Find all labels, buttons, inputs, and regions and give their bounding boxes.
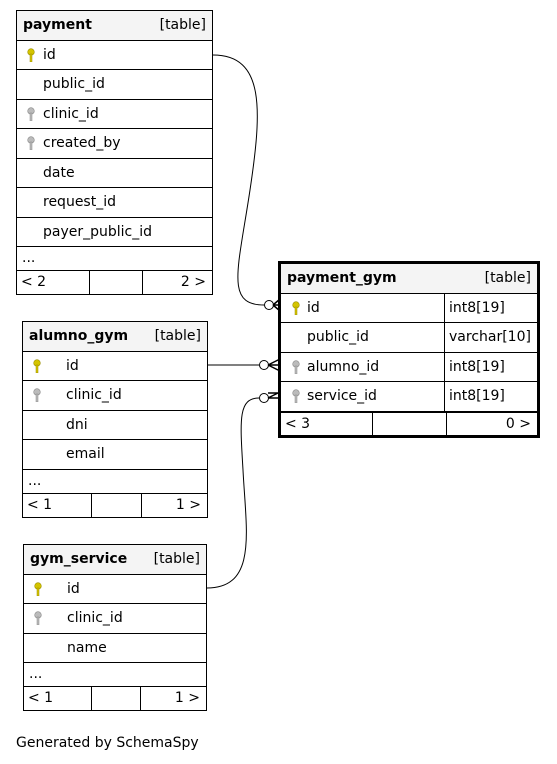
column-name: id [307,299,320,316]
table-kind: [table] [154,328,201,344]
table-header[interactable]: alumno_gym [table] [23,322,207,352]
nav-spacer [89,271,142,294]
children-link[interactable]: 0 > [446,412,537,435]
column-name: dni [66,416,88,433]
column-name: id [43,46,56,63]
table-gym-service[interactable]: gym_service [table] id clinic_id name ..… [23,544,207,711]
table-name: payment [23,17,92,33]
column-row[interactable]: clinic_id [17,100,212,129]
table-name: gym_service [30,551,128,567]
column-row[interactable]: date [17,159,212,188]
primary-key-icon [33,358,41,373]
table-kind: [table] [159,17,206,33]
table-alumno-gym[interactable]: alumno_gym [table] id clinic_id dni emai… [22,321,208,518]
relationship-nav-row: < 3 0 > [281,411,537,435]
children-link[interactable]: 1 > [141,493,207,517]
column-name: clinic_id [67,610,123,626]
relationship-nav-row: < 2 2 > [17,271,212,294]
table-payment[interactable]: payment [table] id public_id clinic_id c… [16,10,213,295]
primary-key-icon [34,581,42,596]
generated-by-footer: Generated by SchemaSpy [16,735,199,751]
column-name: alumno_id [307,358,380,375]
nav-spacer [91,493,141,517]
nav-spacer [91,687,140,710]
column-name: payer_public_id [43,223,153,240]
relationship-nav-row: < 1 1 > [23,493,207,517]
column-name: email [66,446,105,462]
column-type: int8[19] [444,382,537,411]
column-row[interactable]: clinic_id [24,604,206,634]
column-name: request_id [43,194,116,210]
parents-link[interactable]: < 2 [21,274,47,290]
column-name: created_by [43,135,121,151]
column-row[interactable]: payer_public_id [17,218,212,247]
column-row[interactable]: email [23,440,207,470]
edge-optional-marker [264,300,274,310]
more-columns-row: ... [24,663,206,687]
more-columns-row: ... [17,247,212,271]
children-link[interactable]: 1 > [140,687,206,710]
column-name: public_id [43,76,105,92]
ellipsis-text: ... [29,666,43,682]
column-row[interactable]: id [23,352,207,381]
table-header[interactable]: gym_service [table] [24,545,206,575]
edge-gym-service-to-payment-gym [206,397,260,589]
column-row[interactable]: dni [23,411,207,440]
table-header[interactable]: payment_gym [table] [281,264,537,294]
column-row[interactable]: clinic_id [23,381,207,411]
column-name: clinic_id [43,105,99,122]
column-row[interactable]: created_by [17,129,212,159]
edge-optional-marker [259,393,269,403]
more-columns-row: ... [23,470,207,494]
column-name: public_id [307,329,369,345]
column-row[interactable]: name [24,634,206,663]
column-row[interactable]: public_id varchar[10] [281,323,537,353]
column-name: date [43,164,75,181]
column-name: id [66,357,79,374]
children-link[interactable]: 2 > [142,271,212,294]
foreign-key-icon [33,388,41,402]
table-kind: [table] [153,551,200,567]
ellipsis-text: ... [28,472,42,489]
foreign-key-icon [292,359,300,374]
nav-spacer [372,412,446,435]
column-name: service_id [307,388,377,404]
primary-key-icon [292,300,300,315]
column-row[interactable]: id [17,41,212,70]
column-type: int8[19] [444,352,537,381]
ellipsis-text: ... [22,250,36,266]
parents-link[interactable]: < 1 [27,496,53,513]
column-row[interactable]: id [24,575,206,604]
column-type: int8[19] [444,293,537,322]
column-name: clinic_id [66,387,122,403]
primary-key-icon [27,47,35,62]
parents-link[interactable]: < 3 [285,415,311,432]
table-payment-gym[interactable]: payment_gym [table] id int8[19] public_i… [278,261,540,438]
column-type: varchar[10] [444,323,537,352]
column-row[interactable]: public_id [17,70,212,100]
column-row[interactable]: service_id int8[19] [281,382,537,412]
relationship-nav-row: < 1 1 > [24,687,206,710]
foreign-key-icon [34,611,42,625]
table-kind: [table] [484,270,531,286]
table-header[interactable]: payment [table] [17,11,212,41]
foreign-key-icon [27,136,35,150]
column-row[interactable]: request_id [17,188,212,218]
parents-link[interactable]: < 1 [28,690,54,706]
edge-payment-to-payment-gym [212,54,265,306]
column-row[interactable]: alumno_id int8[19] [281,352,537,382]
column-name: name [67,639,107,656]
foreign-key-icon [292,389,300,403]
column-row[interactable]: id int8[19] [281,293,537,323]
column-name: id [67,580,80,597]
edge-optional-marker [259,360,269,370]
foreign-key-icon [27,106,35,121]
table-name: alumno_gym [29,328,129,344]
table-name: payment_gym [287,270,397,286]
